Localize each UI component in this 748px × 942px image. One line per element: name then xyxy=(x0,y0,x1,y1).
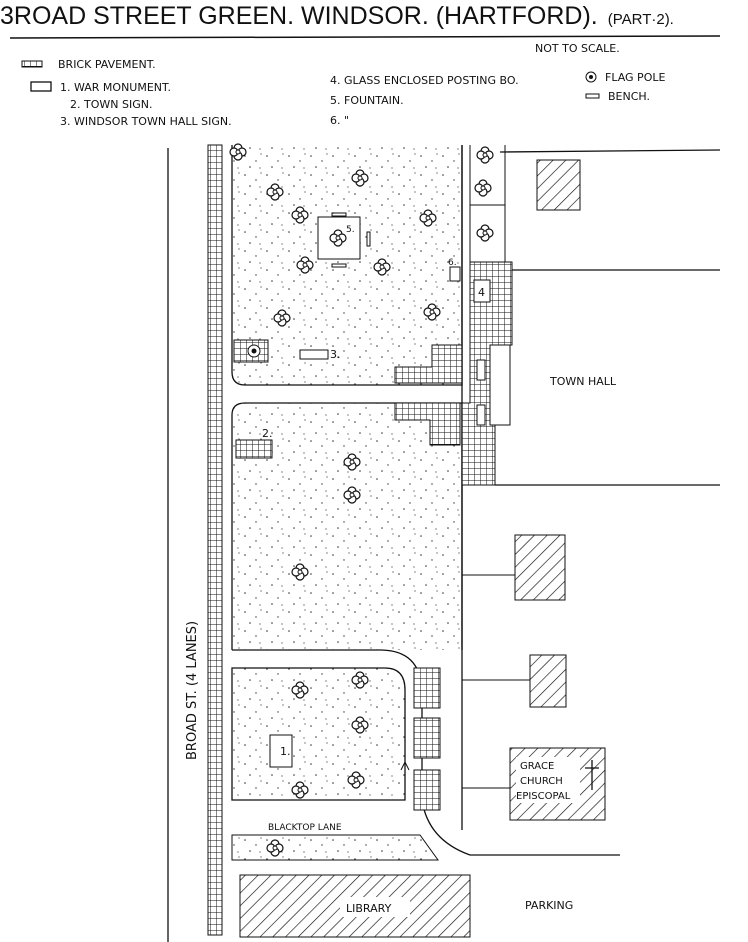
legend-flag-pole: FLAG POLE xyxy=(605,71,665,84)
town-hall-sign-3 xyxy=(299,349,329,360)
marker-6: 6. xyxy=(448,258,457,268)
brick-patch xyxy=(413,769,441,811)
bench-icon xyxy=(476,404,486,426)
legend-brick-pavement: BRICK PAVEMENT. xyxy=(58,58,156,71)
brick-patch xyxy=(394,402,461,446)
map-title: 3ROAD STREET GREEN. WINDSOR. (HARTFORD). xyxy=(0,2,598,30)
legend-item-3: 3. WINDSOR TOWN HALL SIGN. xyxy=(60,115,232,128)
town-hall-label: TOWN HALL xyxy=(549,375,617,388)
green-strip xyxy=(231,834,439,861)
church-label-2: CHURCH xyxy=(520,776,563,787)
marker-1: 1. xyxy=(280,745,291,758)
arrow-head-icon xyxy=(400,760,410,771)
building xyxy=(529,654,567,708)
building xyxy=(536,159,581,211)
title-underline xyxy=(9,35,721,39)
broad-street-label: BROAD ST. (4 LANES) xyxy=(185,621,200,760)
marker-3: 3. xyxy=(330,348,341,361)
monument-legend-symbol xyxy=(30,81,52,92)
cross-icon xyxy=(585,760,599,790)
library-label: LIBRARY xyxy=(346,902,392,915)
posting-box-6 xyxy=(449,266,461,282)
legend-item-6: 6. " xyxy=(330,114,349,127)
posting-box-4 xyxy=(473,279,491,303)
brick-patch xyxy=(413,717,441,759)
bench-icon xyxy=(331,212,347,217)
bench-icon xyxy=(476,359,486,381)
green-middle xyxy=(231,402,463,650)
map-title-part: (PART·2). xyxy=(607,11,674,28)
legend-bench: BENCH. xyxy=(608,90,650,103)
town-sign-2 xyxy=(235,439,273,459)
church-label-3: EPISCOPAL xyxy=(516,791,571,802)
marker-2: 2. xyxy=(262,427,273,440)
brick-patch xyxy=(413,667,441,709)
blacktop-lane-label: BLACKTOP LANE xyxy=(268,823,342,833)
brick-sidewalk-broad-st xyxy=(207,144,223,936)
green-south xyxy=(231,667,406,801)
title-row: 3ROAD STREET GREEN. WINDSOR. (HARTFORD).… xyxy=(0,2,748,31)
green-north xyxy=(231,145,463,386)
legend-item-2: 2. TOWN SIGN. xyxy=(70,98,152,111)
church-label-1: GRACE xyxy=(520,761,554,772)
brick-legend-symbol xyxy=(21,60,43,68)
parking-label: PARKING xyxy=(525,899,573,912)
building xyxy=(514,534,566,601)
legend-item-1: 1. WAR MONUMENT. xyxy=(60,81,171,94)
marker-5: 5. xyxy=(346,225,355,235)
town-hall-steps xyxy=(489,344,511,426)
legend-item-4: 4. GLASS ENCLOSED POSTING BO. xyxy=(330,74,519,87)
flag-pole-icon xyxy=(585,71,597,83)
bench-icon xyxy=(585,93,600,99)
legend-item-5: 5. FOUNTAIN. xyxy=(330,94,404,107)
bench-icon xyxy=(331,263,347,268)
flag-pole-icon xyxy=(247,344,261,358)
war-monument-1 xyxy=(269,734,293,768)
bench-icon xyxy=(366,231,371,247)
marker-4: 4 xyxy=(478,286,485,299)
not-to-scale-label: NOT TO SCALE. xyxy=(535,42,620,55)
